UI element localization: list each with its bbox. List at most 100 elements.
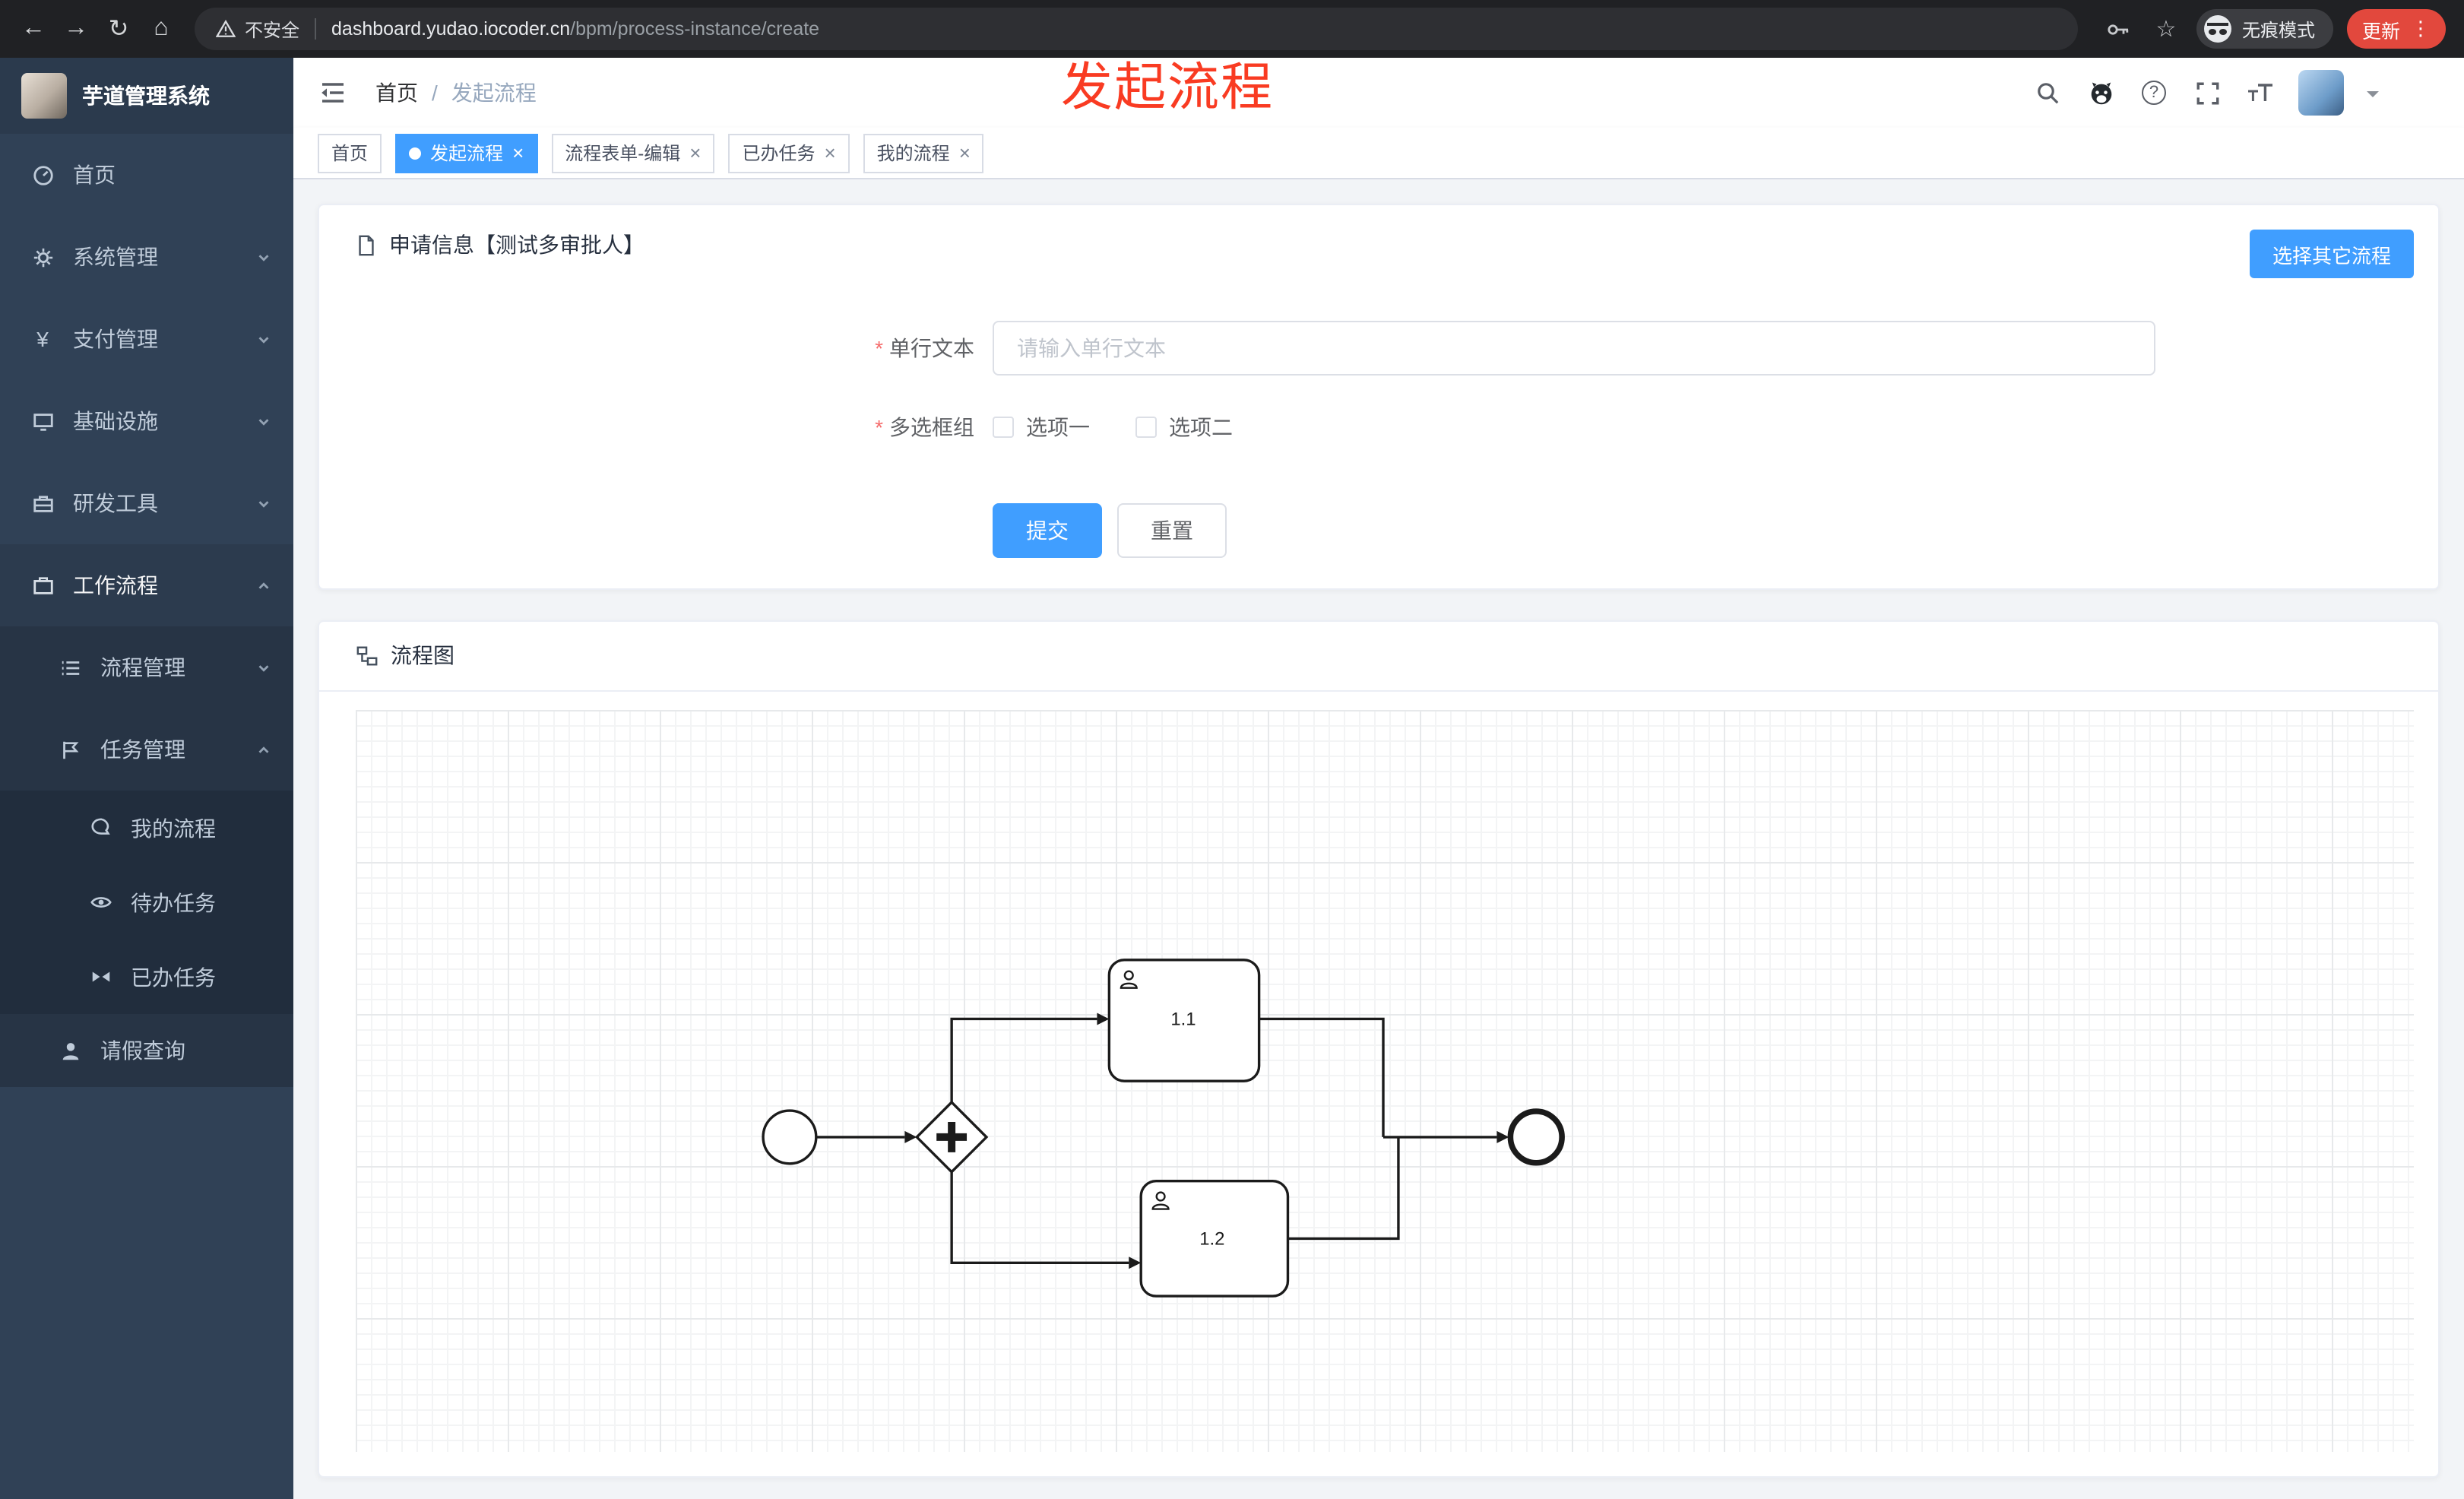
bpmn-diagram: 1.1 1.2: [762, 958, 1565, 1298]
font-size-icon[interactable]: [2245, 78, 2276, 108]
sidebar-item-task-mgmt[interactable]: 任务管理: [0, 708, 293, 791]
bowtie-icon: [88, 965, 112, 989]
tab-home[interactable]: 首页: [318, 133, 382, 173]
github-icon[interactable]: [2086, 78, 2116, 108]
avatar-caret-icon[interactable]: [2367, 90, 2379, 103]
page-content: 申请信息【测试多审批人】 选择其它流程 *单行文本 *多选框组 选项一: [293, 179, 2464, 1499]
refresh-icon[interactable]: ↻: [108, 17, 129, 43]
logo-title: 芋道管理系统: [82, 84, 210, 108]
arrowhead: [1097, 1013, 1110, 1025]
choose-other-process-button[interactable]: 选择其它流程: [2249, 230, 2414, 278]
close-icon[interactable]: ×: [512, 141, 524, 164]
sidebar-item-infra[interactable]: 基础设施: [0, 380, 293, 462]
logo[interactable]: 芋道管理系统: [0, 58, 293, 134]
tab-my-process[interactable]: 我的流程 ×: [863, 133, 984, 173]
checkbox-group-label: *多选框组: [875, 415, 974, 439]
home-icon[interactable]: ⌂: [154, 15, 169, 41]
sidebar-item-process-mgmt[interactable]: 流程管理: [0, 626, 293, 708]
start-event[interactable]: [762, 1108, 818, 1165]
app-shell: 芋道管理系统 首页 系统管理 ¥ 支付管理: [0, 58, 2464, 1499]
sidebar-item-label: 已办任务: [131, 965, 216, 989]
apply-card-title: 申请信息【测试多审批人】: [389, 233, 645, 257]
tab-label: 流程表单-编辑: [565, 143, 681, 164]
reset-button[interactable]: 重置: [1117, 503, 1227, 558]
list-icon: [58, 655, 82, 680]
apply-card-header: 申请信息【测试多审批人】: [319, 205, 2438, 284]
sidebar: 芋道管理系统 首页 系统管理 ¥ 支付管理: [0, 58, 293, 1499]
hamburger-icon[interactable]: [318, 78, 348, 108]
sidebar-item-label: 支付管理: [73, 327, 158, 351]
tab-label: 首页: [331, 143, 369, 164]
flow-gateway-to-task1: [950, 1017, 1097, 1102]
forward-icon[interactable]: →: [64, 15, 88, 41]
logo-image: [21, 73, 67, 119]
task-label: 1.2: [1199, 1228, 1224, 1249]
briefcase-icon: [30, 573, 55, 597]
sidebar-item-label: 基础设施: [73, 409, 158, 433]
sidebar-item-workflow[interactable]: 工作流程: [0, 544, 293, 626]
help-icon[interactable]: ?: [2139, 78, 2169, 108]
sidebar-item-label: 研发工具: [73, 491, 158, 515]
sidebar-item-label: 待办任务: [131, 890, 216, 914]
sidebar-item-label: 请假查询: [100, 1038, 185, 1063]
sidebar-item-label: 首页: [73, 163, 116, 187]
browser-chrome: ← → ↻ ⌂ 不安全 dashboard.yudao.iocoder.cn/b…: [0, 0, 2464, 58]
end-event[interactable]: [1507, 1108, 1565, 1166]
fullscreen-icon[interactable]: [2192, 78, 2222, 108]
address-bar[interactable]: 不安全 dashboard.yudao.iocoder.cn/bpm/proce…: [195, 8, 2078, 50]
incognito-label: 无痕模式: [2241, 19, 2315, 40]
sidebar-item-my-process[interactable]: 我的流程: [0, 791, 293, 865]
sidebar-item-done-tasks[interactable]: 已办任务: [0, 940, 293, 1014]
checkbox-icon[interactable]: [1135, 417, 1157, 438]
url-text: dashboard.yudao.iocoder.cn/bpm/process-i…: [331, 18, 819, 40]
chevron-up-icon: [255, 577, 272, 594]
monitor-icon: [30, 409, 55, 433]
bookmark-star-icon[interactable]: ☆: [2155, 17, 2177, 43]
checkbox-option-2[interactable]: 选项二: [1135, 412, 1233, 442]
process-diagram-card: 流程图: [318, 620, 2440, 1478]
tab-launch-process[interactable]: 发起流程 ×: [395, 133, 538, 173]
breadcrumb-current: 发起流程: [451, 81, 537, 105]
sidebar-item-devtools[interactable]: 研发工具: [0, 462, 293, 544]
close-icon[interactable]: ×: [689, 141, 702, 164]
single-line-text-input[interactable]: [993, 321, 2155, 376]
tab-done-tasks[interactable]: 已办任务 ×: [728, 133, 850, 173]
close-icon[interactable]: ×: [958, 141, 971, 164]
browser-update-button[interactable]: 更新 ⋮: [2346, 9, 2446, 49]
search-icon[interactable]: [2032, 78, 2063, 108]
tab-form-edit[interactable]: 流程表单-编辑 ×: [551, 133, 715, 173]
form-actions: 提交 重置: [356, 503, 2402, 558]
checkbox-option-1[interactable]: 选项一: [993, 412, 1090, 442]
bpmn-canvas[interactable]: 1.1 1.2: [356, 709, 2414, 1452]
back-icon[interactable]: ←: [21, 15, 46, 41]
user-task-1[interactable]: [1107, 958, 1261, 1082]
close-icon[interactable]: ×: [824, 141, 836, 164]
chevron-down-icon: [255, 495, 272, 512]
user-task-2[interactable]: [1139, 1179, 1290, 1298]
sidebar-item-payment[interactable]: ¥ 支付管理: [0, 298, 293, 380]
submit-button[interactable]: 提交: [993, 503, 1102, 558]
url-domain: dashboard.yudao.iocoder.cn: [331, 18, 571, 40]
task-label: 1.1: [1170, 1009, 1196, 1029]
topbar: 首页 / 发起流程 ?: [293, 58, 2464, 128]
security-chip[interactable]: 不安全: [216, 16, 299, 42]
browser-menu-icon[interactable]: ⋮: [2411, 17, 2431, 40]
topbar-actions: ?: [2032, 70, 2379, 116]
arrowhead: [1496, 1130, 1509, 1143]
plus-icon: [936, 1121, 968, 1152]
breadcrumb-home[interactable]: 首页: [375, 81, 418, 105]
sidebar-item-label: 我的流程: [131, 816, 216, 840]
sidebar-item-system[interactable]: 系统管理: [0, 216, 293, 298]
avatar[interactable]: [2298, 70, 2344, 116]
sidebar-item-home[interactable]: 首页: [0, 134, 293, 216]
document-icon: [356, 233, 377, 256]
incognito-badge: 无痕模式: [2196, 9, 2333, 49]
person-icon: [58, 1038, 82, 1063]
diagram-card-header: 流程图: [319, 622, 2438, 692]
key-icon[interactable]: [2102, 12, 2136, 46]
checkbox-icon[interactable]: [993, 417, 1014, 438]
flow-task2-out: [1287, 1136, 1400, 1240]
sidebar-item-leave-query[interactable]: 请假查询: [0, 1014, 293, 1087]
sidebar-item-todo-tasks[interactable]: 待办任务: [0, 865, 293, 940]
